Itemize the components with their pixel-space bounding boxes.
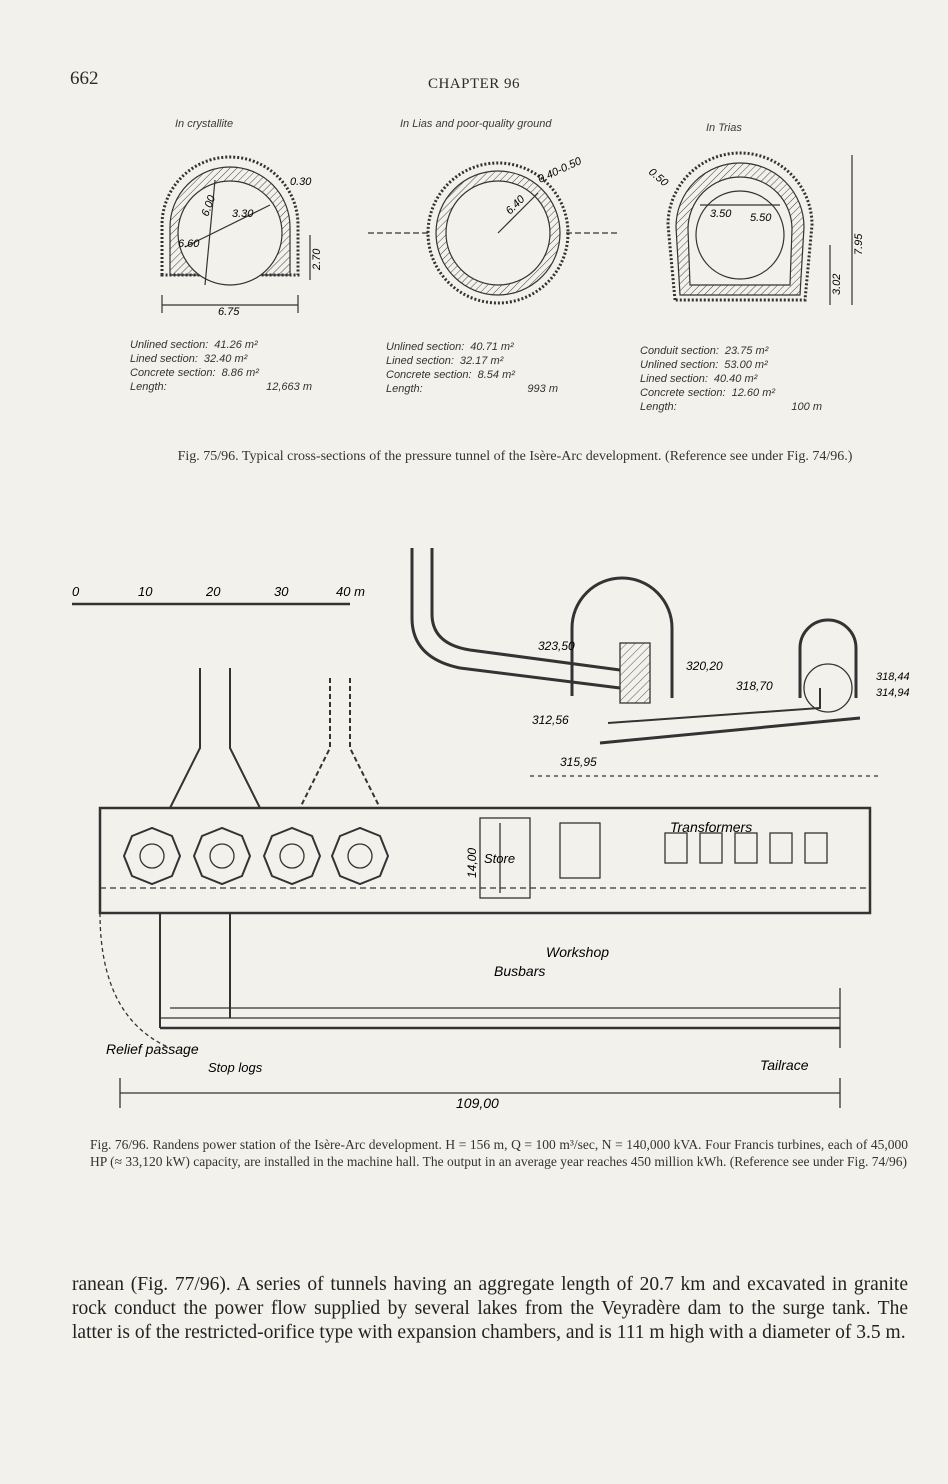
stat-value: 40.40 m² [713, 373, 758, 385]
stat-label: Length: [386, 383, 423, 395]
dim-label: 3.02 [831, 274, 843, 295]
scale-label: 20 [205, 584, 221, 599]
stat-value: 23.75 m² [724, 345, 769, 357]
fig75-caption: Fig. 75/96. Typical cross-sections of th… [177, 449, 853, 464]
dim-label: 7.95 [853, 233, 865, 255]
label-length: 109,00 [456, 1095, 499, 1111]
stat-value: 12,663 m [266, 381, 312, 393]
stat-value: 32.17 m² [459, 355, 504, 367]
stat-label: Lined section: [130, 353, 198, 365]
dim-label: 2.70 [311, 248, 323, 271]
label-stop-logs: Stop logs [208, 1060, 263, 1075]
dim-label: 6.60 [178, 238, 200, 250]
dim-label: 3.50 [710, 208, 732, 220]
dim-label: 0.30 [290, 176, 312, 188]
stat-value: 32.40 m² [203, 353, 248, 365]
stat-label: Concrete section: [386, 369, 472, 381]
crystallite-section [160, 155, 311, 313]
dim-label: 5.50 [750, 212, 772, 224]
stat-label: Concrete section: [130, 367, 216, 379]
stat-value: 993 m [527, 383, 558, 395]
stats-trias: Conduit section: 23.75 m² Unlined section… [640, 344, 822, 414]
fig76-power-station-plan: 0 10 20 30 40 m 323,50 320,20 318,70 318… [72, 548, 910, 1111]
dim-label: 6.75 [218, 306, 240, 318]
page-number: 662 [70, 68, 99, 89]
label-height: 14,00 [465, 848, 479, 878]
turbine-units [122, 826, 390, 886]
label-transformers: Transformers [670, 819, 752, 835]
stat-value: 41.26 m² [214, 339, 258, 351]
stat-value: 40.71 m² [470, 341, 514, 353]
stat-label: Unlined section: [130, 339, 209, 351]
stat-value: 12.60 m² [731, 387, 776, 399]
body-paragraph: ranean (Fig. 77/96). A series of tunnels… [72, 1274, 908, 1343]
chapter-heading: CHAPTER 96 [427, 76, 521, 92]
elevation-label: 323,50 [538, 639, 575, 653]
stat-label: Unlined section: [386, 341, 465, 353]
stat-value: 53.00 m² [724, 359, 768, 371]
stats-lias: Unlined section: 40.71 m² Lined section: 3… [386, 340, 558, 396]
section-title-lias: In Lias and poor-quality ground [400, 118, 552, 130]
stat-label: Concrete section: [640, 387, 726, 399]
elevation-label: 312,56 [532, 713, 569, 727]
elevation-label: 318,44 [876, 671, 910, 683]
stat-value: 100 m [791, 401, 822, 413]
elevation-label: 314,94 [876, 687, 910, 699]
stat-value: 8.54 m² [477, 369, 515, 381]
stat-label: Conduit section: [640, 345, 719, 357]
stat-label: Lined section: [386, 355, 454, 367]
fig75-cross-sections: 6.00 3.30 0.30 6.60 2.70 6.75 6.40 0.40-… [160, 151, 865, 318]
elevation-label: 320,20 [686, 659, 723, 673]
section-title-crystallite: In crystallite [175, 118, 234, 130]
dim-label: 3.30 [232, 208, 254, 220]
label-tailrace: Tailrace [760, 1057, 809, 1073]
stats-crystallite: Unlined section: 41.26 m² Lined section: 3… [130, 338, 312, 394]
scale-label: 30 [274, 584, 289, 599]
trias-section [666, 151, 853, 305]
scale-label: 40 m [336, 584, 365, 599]
fig76-caption: Fig. 76/96. Randens power station of the… [90, 1137, 908, 1169]
dim-label: 0.40-0.50 [536, 155, 584, 186]
transformer-bays [664, 832, 828, 864]
label-relief-passage: Relief passage [106, 1041, 199, 1057]
elevation-label: 315,95 [560, 755, 597, 769]
label-busbars: Busbars [494, 963, 545, 979]
stat-label: Length: [130, 381, 167, 393]
stat-label: Unlined section: [640, 359, 719, 371]
label-store: Store [484, 851, 515, 866]
stat-value: 8.86 m² [221, 367, 259, 379]
stat-label: Lined section: [640, 373, 708, 385]
scale-label: 0 [72, 584, 80, 599]
section-title-trias: In Trias [706, 122, 742, 134]
elevation-label: 318,70 [736, 679, 773, 693]
dim-label: 0.50 [646, 166, 671, 190]
scale-label: 10 [138, 584, 153, 599]
label-workshop: Workshop [546, 944, 609, 960]
stat-label: Length: [640, 401, 677, 413]
lias-section [368, 161, 620, 305]
